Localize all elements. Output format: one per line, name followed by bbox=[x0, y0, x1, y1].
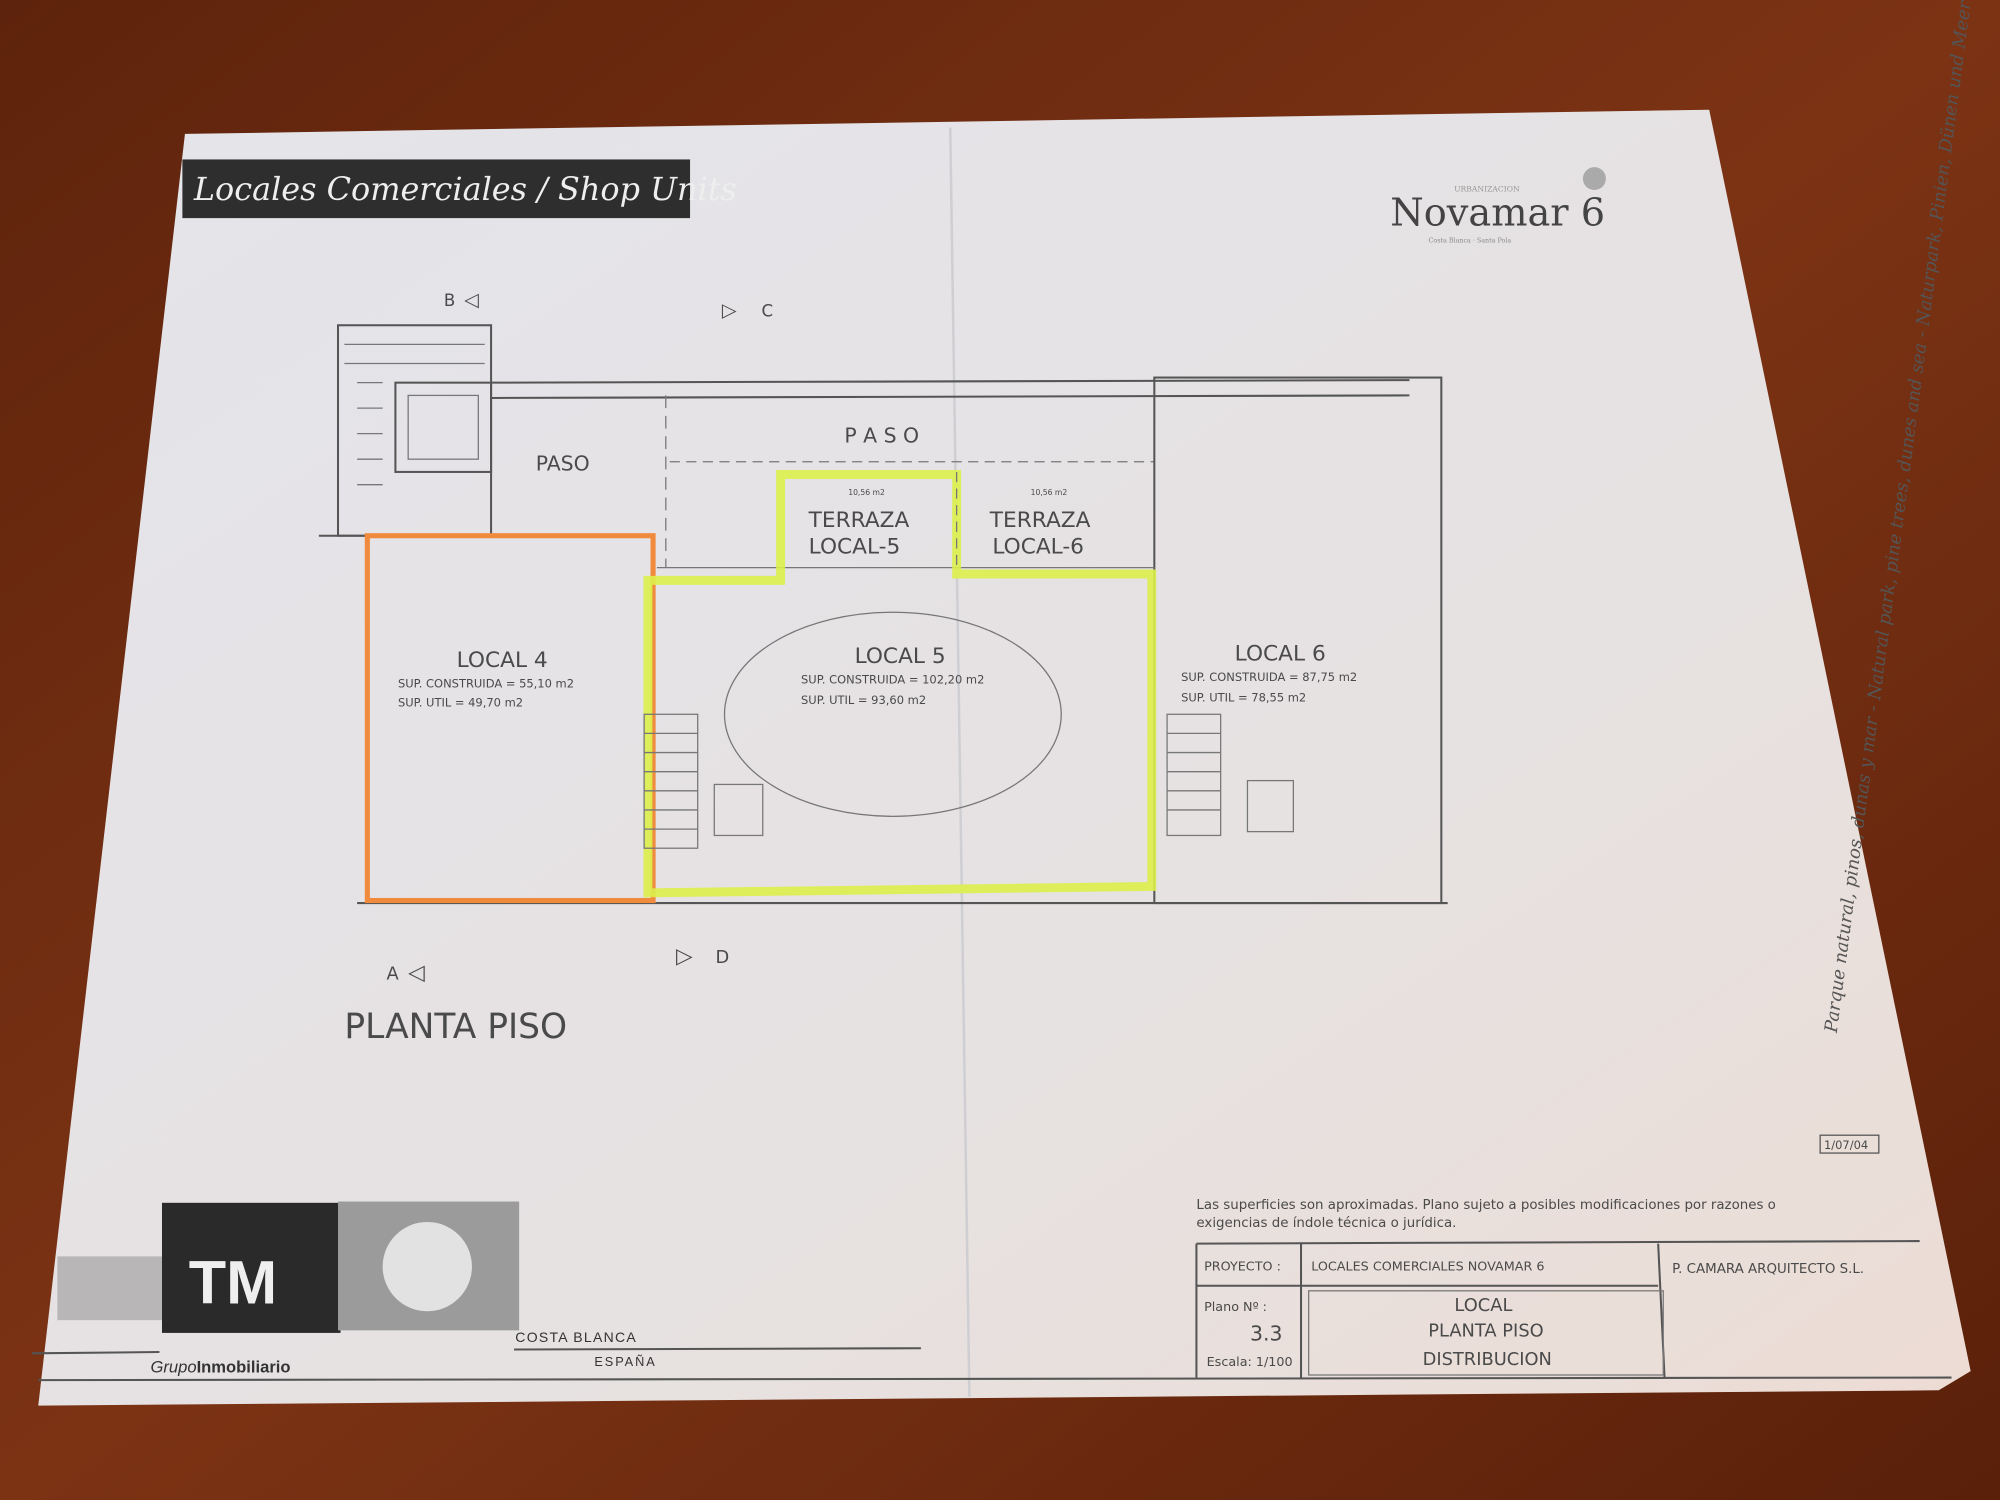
logo-country: ESPAÑA bbox=[594, 1354, 656, 1369]
description-line-1: LOCAL bbox=[1454, 1295, 1512, 1316]
description-line-2: PLANTA PISO bbox=[1428, 1321, 1543, 1342]
floor-title: PLANTA PISO bbox=[344, 1007, 567, 1047]
description-line-3: DISTRIBUCION bbox=[1423, 1349, 1552, 1370]
header-title-box: Locales Comerciales / Shop Units bbox=[182, 159, 737, 219]
local-4-useful: SUP. UTIL = 49,70 m2 bbox=[398, 696, 523, 710]
logo-inmobiliario-text: Inmobiliario bbox=[197, 1357, 291, 1376]
terrace-6-area: 10,56 m2 bbox=[1031, 488, 1068, 497]
local-4-built: SUP. CONSTRUIDA = 55,10 m2 bbox=[398, 677, 574, 691]
disclaimer-line-2: exigencias de índole técnica o jurídica. bbox=[1196, 1215, 1456, 1231]
local-6-useful: SUP. UTIL = 78,55 m2 bbox=[1181, 691, 1306, 705]
section-mark-d: D bbox=[716, 947, 730, 968]
local-6-name: LOCAL 6 bbox=[1235, 642, 1326, 667]
terrace-5-area: 10,56 m2 bbox=[848, 488, 885, 497]
paper-sheet bbox=[38, 109, 1971, 1406]
tm-logo: TM GrupoInmobiliario COSTA BLANCA ESPAÑA bbox=[31, 1201, 921, 1376]
scale: Escala: 1/100 bbox=[1207, 1355, 1293, 1370]
logo-mark: TM bbox=[189, 1249, 277, 1317]
terrace-5-label: TERRAZA bbox=[808, 508, 910, 533]
section-mark-c: C bbox=[761, 301, 773, 320]
svg-text:GrupoInmobiliario: GrupoInmobiliario bbox=[151, 1357, 291, 1376]
logo-tagline: Costa Blanca · Santa Pola bbox=[1429, 236, 1512, 244]
logo-top-text: URBANIZACION bbox=[1454, 184, 1520, 193]
logo-name: Novamar 6 bbox=[1390, 191, 1605, 236]
paso-left-label: PASO bbox=[536, 452, 590, 476]
local-6-built: SUP. CONSTRUIDA = 87,75 m2 bbox=[1181, 670, 1357, 684]
local-5-built: SUP. CONSTRUIDA = 102,20 m2 bbox=[801, 673, 984, 687]
local-5-useful: SUP. UTIL = 93,60 m2 bbox=[801, 693, 926, 707]
date-stamp: 1/07/04 bbox=[1824, 1138, 1868, 1152]
section-arrow-a-icon: ◁ bbox=[407, 961, 425, 986]
section-mark-b: B bbox=[444, 291, 455, 310]
terrace-6-unit: LOCAL-6 bbox=[992, 535, 1084, 560]
floor-plan: PASO P A S O 10,56 m2 TERRAZA LOCAL-5 10… bbox=[318, 288, 1448, 1047]
local-4-name: LOCAL 4 bbox=[457, 648, 548, 673]
local-5-name: LOCAL 5 bbox=[855, 644, 946, 669]
section-arrow-b-icon: ◁ bbox=[464, 288, 479, 311]
plan-number: 3.3 bbox=[1250, 1322, 1282, 1346]
disclaimer-line-1: Las superficies son aproximadas. Plano s… bbox=[1196, 1198, 1775, 1213]
section-arrow-c-icon: ▷ bbox=[722, 298, 737, 321]
stairs bbox=[643, 713, 1295, 849]
architect: P. CAMARA ARQUITECTO S.L. bbox=[1672, 1262, 1864, 1277]
hand-drawn-oval bbox=[723, 611, 1062, 817]
local-4-highlight bbox=[364, 533, 656, 904]
logo-group-text: Grupo bbox=[151, 1357, 197, 1376]
novamar-logo: URBANIZACION Novamar 6 Costa Blanca · Sa… bbox=[1390, 167, 1606, 244]
plan-number-label: Plano Nº : bbox=[1204, 1300, 1267, 1315]
terrace-5-unit: LOCAL-5 bbox=[809, 535, 901, 560]
project-value: LOCALES COMERCIALES NOVAMAR 6 bbox=[1311, 1259, 1544, 1274]
section-mark-a: A bbox=[386, 964, 399, 985]
project-label: PROYECTO : bbox=[1204, 1259, 1281, 1274]
title-block: PROYECTO : LOCALES COMERCIALES NOVAMAR 6… bbox=[38, 1240, 1952, 1382]
logo-region: COSTA BLANCA bbox=[515, 1329, 637, 1345]
paso-top-label: P A S O bbox=[844, 424, 919, 448]
header-title: Locales Comerciales / Shop Units bbox=[193, 170, 737, 208]
section-arrow-d-icon: ▷ bbox=[676, 944, 693, 969]
paper-fold bbox=[948, 127, 971, 1397]
terrace-6-label: TERRAZA bbox=[989, 508, 1091, 533]
